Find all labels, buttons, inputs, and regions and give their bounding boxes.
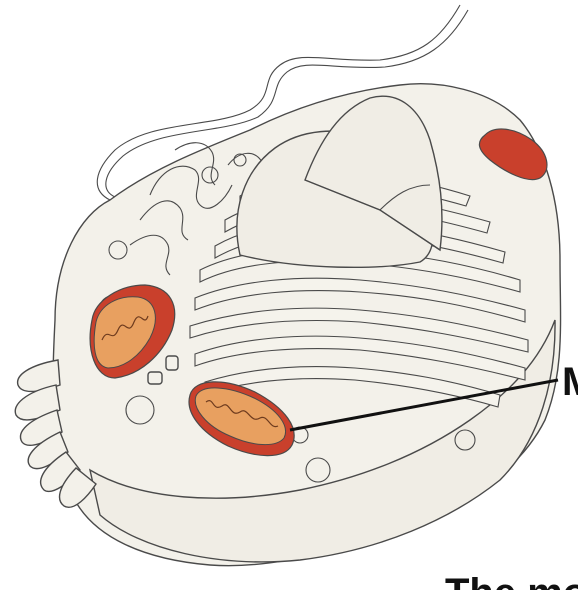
mitochondrion-label: M <box>562 360 578 404</box>
diagram-caption: The mo <box>445 571 578 590</box>
